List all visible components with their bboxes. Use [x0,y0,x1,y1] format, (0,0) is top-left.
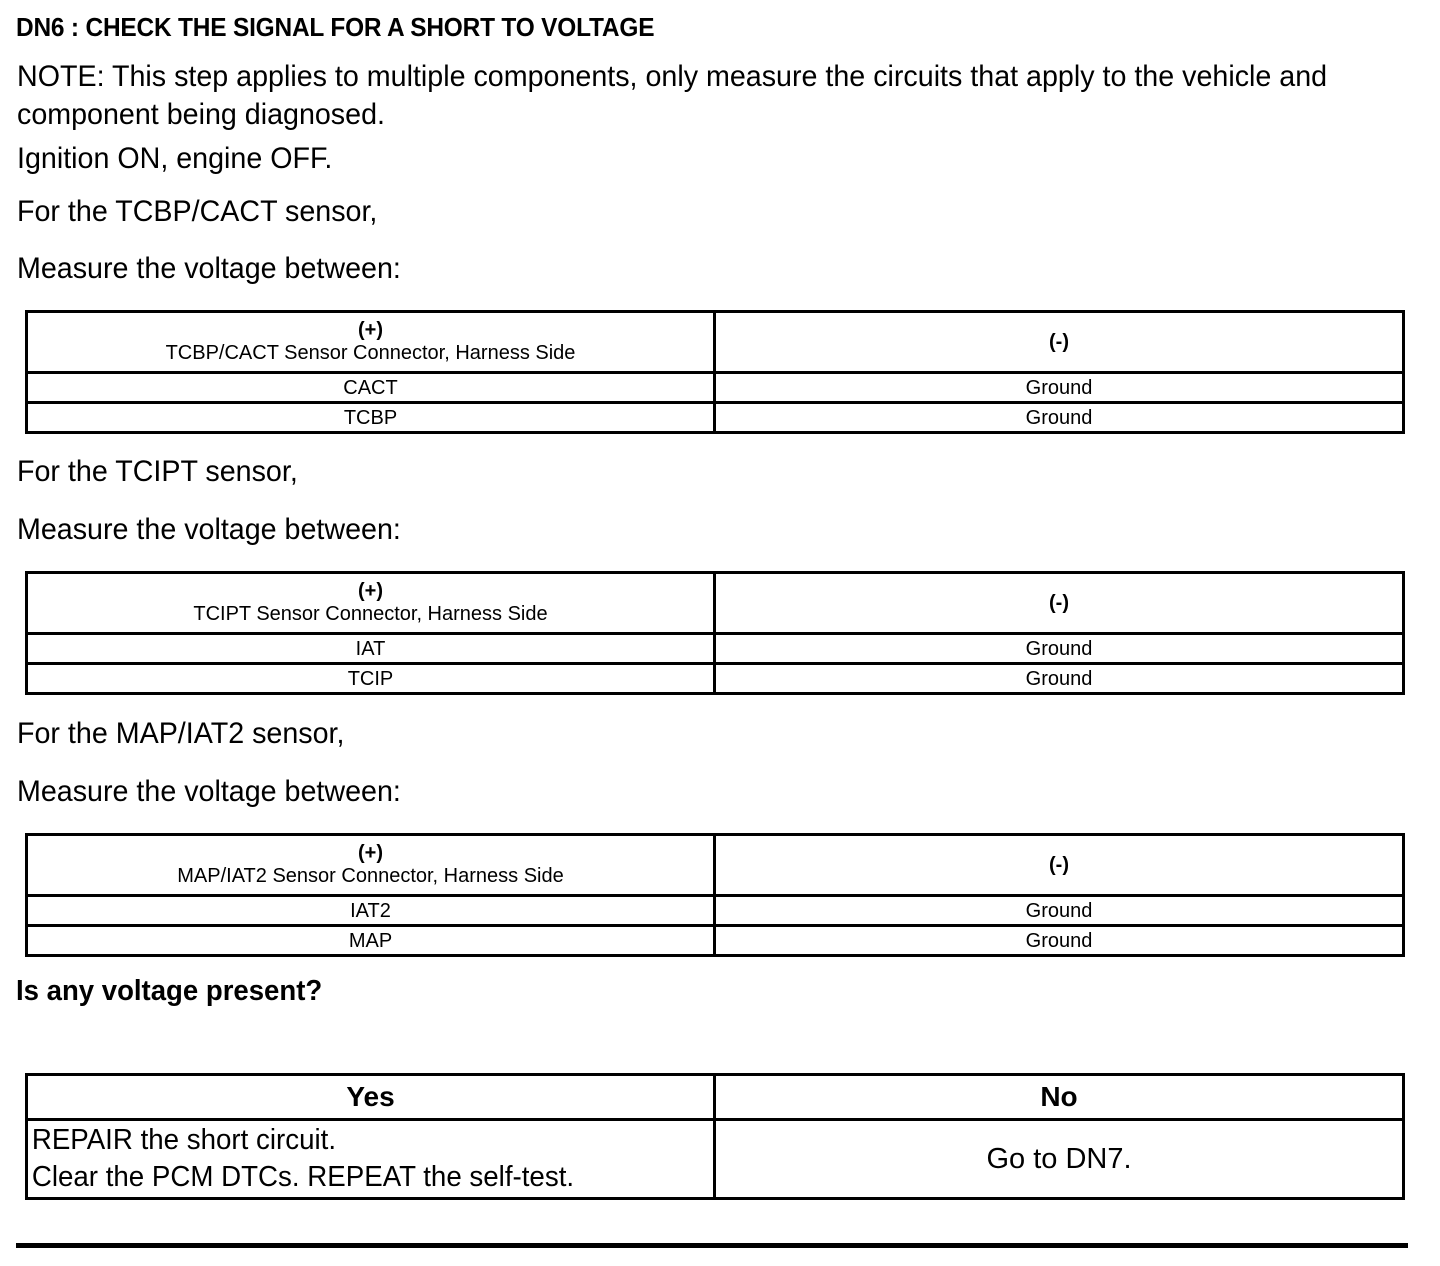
section-divider [16,1243,1408,1248]
cell-positive: MAP [25,924,716,957]
positive-sign-label: (+) [358,842,383,864]
negative-sign-label: (-) [1049,854,1069,876]
decision-action-no: Go to DN7. [713,1118,1405,1200]
decision-header-no: No [713,1073,1405,1121]
measurement-table-tcipt: (+) TCIPT Sensor Connector, Harness Side… [25,571,1405,695]
cell-positive: IAT2 [25,894,716,927]
cell-positive: IAT [25,632,716,665]
decision-table: Yes No REPAIR the short circuit. Clear t… [25,1073,1405,1200]
table-header-row: (+) MAP/IAT2 Sensor Connector, Harness S… [25,833,1405,897]
cell-positive: CACT [25,371,716,404]
instruction-measure-3: Measure the voltage between: [17,775,401,808]
decision-body-row: REPAIR the short circuit. Clear the PCM … [25,1118,1405,1200]
positive-sign-label: (+) [358,580,383,602]
header-cell-negative: (-) [713,310,1405,374]
negative-sign-label: (-) [1049,592,1069,614]
decision-header-row: Yes No [25,1073,1405,1121]
negative-sign-label: (-) [1049,331,1069,353]
instruction-measure-2: Measure the voltage between: [17,513,401,546]
positive-connector-label: MAP/IAT2 Sensor Connector, Harness Side [177,865,564,887]
table-row: MAP Ground [25,924,1405,957]
cell-negative: Ground [713,924,1405,957]
instruction-measure-1: Measure the voltage between: [17,252,401,285]
measurement-table-tcbp-cact: (+) TCBP/CACT Sensor Connector, Harness … [25,310,1405,434]
page-title: DN6 : CHECK THE SIGNAL FOR A SHORT TO VO… [16,12,655,42]
table-row: IAT Ground [25,632,1405,665]
yes-action-line-2: Clear the PCM DTCs. REPEAT the self-test… [31,1161,575,1193]
cell-negative: Ground [713,662,1405,695]
decision-header-yes: Yes [25,1073,716,1121]
header-cell-positive: (+) TCBP/CACT Sensor Connector, Harness … [25,310,716,374]
instruction-sensor-tcipt: For the TCIPT sensor, [17,455,298,488]
instruction-ignition: Ignition ON, engine OFF. [17,142,333,175]
positive-connector-label: TCBP/CACT Sensor Connector, Harness Side [165,342,576,364]
cell-negative: Ground [713,632,1405,665]
table-header-row: (+) TCIPT Sensor Connector, Harness Side… [25,571,1405,635]
positive-connector-label: TCIPT Sensor Connector, Harness Side [193,603,548,625]
cell-negative: Ground [713,894,1405,927]
table-row: TCBP Ground [25,401,1405,434]
table-row: CACT Ground [25,371,1405,404]
cell-negative: Ground [713,371,1405,404]
table-header-row: (+) TCBP/CACT Sensor Connector, Harness … [25,310,1405,374]
positive-sign-label: (+) [358,319,383,341]
no-action-text: Go to DN7. [986,1142,1132,1175]
header-cell-negative: (-) [713,571,1405,635]
cell-negative: Ground [713,401,1405,434]
table-row: IAT2 Ground [25,894,1405,927]
instruction-sensor-map-iat2: For the MAP/IAT2 sensor, [17,717,345,750]
decision-action-yes: REPAIR the short circuit. Clear the PCM … [25,1118,716,1200]
header-cell-negative: (-) [713,833,1405,897]
header-cell-positive: (+) MAP/IAT2 Sensor Connector, Harness S… [25,833,716,897]
note-paragraph: NOTE: This step applies to multiple comp… [17,60,1328,131]
header-cell-positive: (+) TCIPT Sensor Connector, Harness Side [25,571,716,635]
decision-question: Is any voltage present? [16,975,323,1007]
instruction-sensor-tcbp-cact: For the TCBP/CACT sensor, [17,195,378,228]
yes-action-line-1: REPAIR the short circuit. [31,1124,337,1156]
cell-positive: TCBP [25,401,716,434]
cell-positive: TCIP [25,662,716,695]
measurement-table-map-iat2: (+) MAP/IAT2 Sensor Connector, Harness S… [25,833,1405,957]
yes-action-text: REPAIR the short circuit. Clear the PCM … [28,1122,682,1196]
table-row: TCIP Ground [25,662,1405,695]
